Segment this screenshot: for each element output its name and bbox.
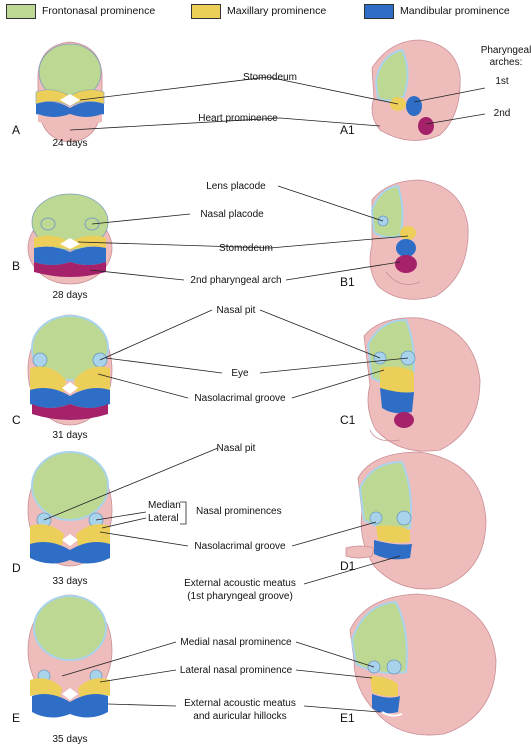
- embryo-c-frontal: [27, 314, 113, 426]
- label-heart-prominence: Heart prominence: [198, 113, 278, 124]
- label-nasolacrimal-groove-d: Nasolacrimal groove: [194, 541, 286, 552]
- legend-maxillary: Maxillary prominence: [191, 2, 326, 20]
- label-stomodeum-a: Stomodeum: [243, 72, 297, 83]
- panel-letter-d1: D1: [340, 559, 356, 573]
- panel-letter-b: B: [12, 259, 20, 273]
- embryo-a-lateral: [371, 39, 461, 141]
- label-nasal-pit-d: Nasal pit: [217, 443, 256, 454]
- legend-frontonasal: Frontonasal prominence: [6, 2, 155, 20]
- label-nasal-prominences: Nasal prominences: [196, 506, 282, 517]
- age-b: 28 days: [52, 290, 87, 301]
- label-lateral: Lateral: [148, 513, 179, 524]
- legend-mandibular: Mandibular prominence: [364, 2, 510, 20]
- label-lateral-nasal-prominence: Lateral nasal prominence: [180, 665, 293, 676]
- label-lens-placode: Lens placode: [206, 181, 266, 192]
- label-nasal-pit-c: Nasal pit: [217, 305, 256, 316]
- panel-letter-e: E: [12, 711, 20, 725]
- embryo-d-frontal: [27, 451, 113, 567]
- label-stomodeum-b: Stomodeum: [219, 243, 273, 254]
- age-a: 24 days: [52, 138, 87, 149]
- panel-letter-a: A: [12, 123, 20, 137]
- leader-lines: [43, 76, 486, 713]
- panel-letter-a1: A1: [340, 123, 355, 137]
- label-external-acoustic-meatus-d2: (1st pharyngeal groove): [187, 591, 293, 602]
- label-second-pharyngeal-arch: 2nd pharyngeal arch: [190, 275, 281, 286]
- label-pharyngeal-line2: arches:: [490, 57, 523, 68]
- embryo-e-frontal: [27, 594, 113, 718]
- label-external-acoustic-meatus-e1: External acoustic meatus: [184, 698, 296, 709]
- legend-swatch-frontonasal: [6, 3, 36, 19]
- label-arch-2nd: 2nd: [494, 108, 511, 119]
- legend-label-frontonasal: Frontonasal prominence: [42, 5, 156, 17]
- label-eye: Eye: [231, 368, 249, 379]
- age-e: 35 days: [52, 734, 87, 745]
- panel-letter-e1: E1: [340, 711, 355, 725]
- embryo-a-frontal: [35, 41, 105, 143]
- embryo-d-lateral: [345, 451, 487, 590]
- label-pharyngeal-line1: Pharyngeal: [481, 45, 531, 56]
- age-c: 31 days: [52, 430, 87, 441]
- label-median: Median: [148, 500, 181, 511]
- panel-letter-d: D: [12, 561, 21, 575]
- label-nasal-placode: Nasal placode: [200, 209, 264, 220]
- panel-letter-b1: B1: [340, 275, 355, 289]
- embryo-e-lateral: [349, 593, 497, 736]
- legend-label-maxillary: Maxillary prominence: [227, 5, 327, 17]
- legend-swatch-mandibular: [364, 3, 394, 19]
- label-arch-1st: 1st: [495, 76, 509, 87]
- legend-label-mandibular: Mandibular prominence: [400, 5, 510, 17]
- label-external-acoustic-meatus-e2: and auricular hillocks: [193, 711, 286, 722]
- embryo-b-lateral: [369, 179, 469, 300]
- embryo-c-lateral: [363, 317, 481, 452]
- panel-letter-c1: C1: [340, 413, 356, 427]
- panel-letter-c: C: [12, 413, 21, 427]
- label-medial-nasal-prominence: Medial nasal prominence: [180, 637, 292, 648]
- embryo-b-frontal: [27, 193, 113, 285]
- label-external-acoustic-meatus-d1: External acoustic meatus: [184, 578, 296, 589]
- age-d: 33 days: [52, 576, 87, 587]
- legend-swatch-maxillary: [191, 3, 221, 19]
- label-nasolacrimal-groove-c: Nasolacrimal groove: [194, 393, 286, 404]
